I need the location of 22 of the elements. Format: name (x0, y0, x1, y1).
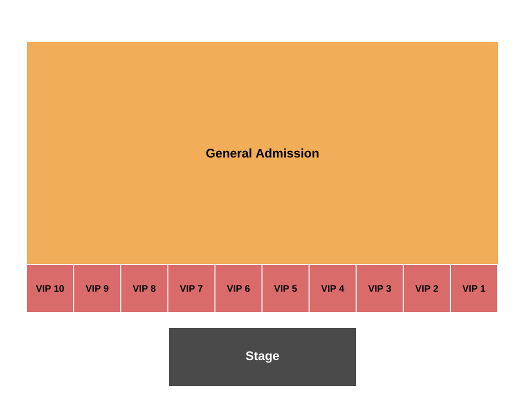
seating-section: VIP 8 (121, 265, 168, 312)
seating-section: VIP 9 (74, 265, 120, 312)
seating-section: VIP 10 (27, 265, 74, 312)
node-label: VIP 3 (368, 285, 391, 292)
node-label: VIP 2 (415, 285, 438, 292)
node-label: VIP 5 (274, 285, 297, 292)
seating-section: VIP 1 (450, 265, 497, 312)
seating-section: VIP 4 (310, 265, 356, 312)
node-label: VIP 7 (180, 285, 203, 292)
seating-section: VIP 6 (215, 265, 262, 312)
node-label: VIP 8 (132, 285, 156, 292)
seating-section: General Admission (27, 42, 498, 264)
node-label: VIP 9 (86, 285, 108, 292)
node-label: VIP 4 (321, 285, 344, 292)
node-label: VIP 1 (462, 285, 486, 292)
seating-section: VIP 7 (168, 265, 214, 312)
node-label: VIP 10 (36, 285, 64, 292)
seating-section: VIP 5 (262, 265, 309, 312)
stage-block: Stage (169, 328, 356, 386)
node-label: VIP 6 (226, 285, 250, 292)
seating-section: VIP 2 (404, 265, 450, 312)
seating-section: VIP 3 (356, 265, 403, 312)
